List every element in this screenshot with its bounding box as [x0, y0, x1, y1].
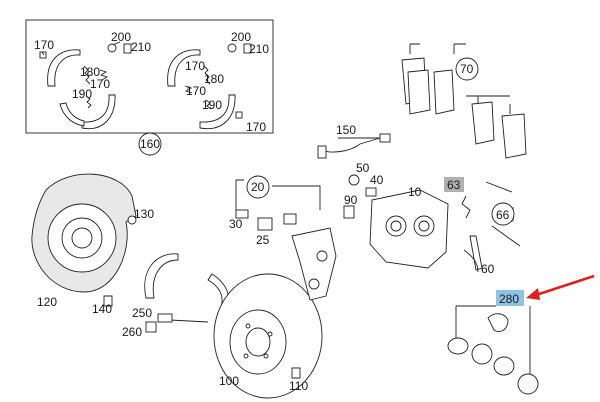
- label-90: 90: [344, 193, 358, 207]
- hold-down-pin: [123, 43, 132, 54]
- label-150: 150: [336, 123, 356, 137]
- label-190-b: 190: [202, 98, 222, 112]
- label-200-b: 200: [231, 30, 251, 44]
- label-210-b: 210: [249, 42, 269, 56]
- brake-pad-1-back: [407, 69, 431, 115]
- seal-ring-1: [447, 337, 469, 355]
- bleeder-valve-40: [365, 187, 377, 197]
- hold-down-pin-right: [243, 43, 252, 54]
- bolt-140: [103, 295, 113, 307]
- callout-circle-20: [246, 175, 270, 199]
- brake-shoe-left-upper: [47, 49, 81, 87]
- label-60: 60: [481, 262, 495, 276]
- spring-180: [83, 65, 91, 85]
- bleeder-cap-50: [348, 174, 360, 186]
- sensor-connector: [379, 133, 391, 143]
- brake-shoe-lining-left: [59, 102, 85, 127]
- label-250: 250: [132, 306, 152, 320]
- label-280: 280: [499, 292, 519, 306]
- label-130: 130: [134, 207, 154, 221]
- grease-sachet: [487, 313, 509, 332]
- label-70: 70: [460, 62, 474, 76]
- part-63-highlight: [444, 177, 464, 192]
- guide-pin-25: [257, 217, 273, 231]
- brake-disc: [213, 273, 323, 399]
- label-260: 260: [122, 325, 142, 339]
- spring-clip-60: [469, 235, 483, 271]
- callout-circle-66: [491, 202, 515, 226]
- label-140: 140: [92, 302, 112, 316]
- label-170-a: 170: [34, 38, 54, 52]
- spring-170: [99, 69, 109, 81]
- disc-screw-110: [291, 367, 301, 379]
- brake-shoe-left-lower: [81, 94, 116, 130]
- clip-170-right: [235, 111, 243, 119]
- label-20: 20: [251, 180, 265, 194]
- sensor-head: [317, 145, 327, 159]
- caliper-carrier-set: [235, 179, 337, 301]
- adjuster-250: [157, 313, 173, 323]
- clip-170: [39, 51, 47, 59]
- label-180-a: 180: [80, 65, 100, 79]
- label-180-b: 180: [204, 72, 224, 86]
- dust-boot-2: [517, 373, 539, 395]
- brake-shoe-right-lower: [199, 94, 236, 130]
- hold-down-cup-right: [227, 43, 237, 53]
- label-50: 50: [356, 161, 370, 175]
- bolt-30: [235, 209, 249, 219]
- label-170-e: 170: [246, 120, 266, 134]
- label-210-a: 210: [131, 40, 151, 54]
- callout-circle-70: [455, 57, 479, 81]
- label-190-a: 190: [72, 87, 92, 101]
- brake-pad-4: [501, 113, 527, 159]
- brake-pad-set: [401, 43, 527, 159]
- parking-brake-shoe-kit: [25, 19, 274, 137]
- bolt-130: [127, 215, 137, 225]
- pointer-arrow: [526, 274, 595, 300]
- label-40: 40: [370, 173, 384, 187]
- label-30: 30: [229, 217, 243, 231]
- label-120: 120: [37, 295, 57, 309]
- label-100: 100: [219, 374, 239, 388]
- hold-down-cup: [107, 43, 117, 53]
- label-63: 63: [447, 178, 461, 192]
- brake-wear-sensor: [317, 133, 391, 159]
- label-170-d: 170: [186, 84, 206, 98]
- caliper-carrier: [291, 227, 337, 301]
- label-10: 10: [408, 185, 422, 199]
- callout-circle-160: [138, 132, 162, 156]
- piston-repair-kit: [447, 305, 539, 395]
- brake-pad-2: [433, 69, 455, 115]
- spring-190: [85, 95, 92, 109]
- seal-ring-2: [471, 343, 493, 365]
- brake-dust-shield: [31, 173, 137, 307]
- spring-190-right: [205, 99, 212, 110]
- label-200-a: 200: [111, 30, 131, 44]
- label-170-c: 170: [185, 59, 205, 73]
- brake-pad-3: [471, 101, 495, 145]
- label-66: 66: [496, 208, 510, 222]
- lever-260: [145, 321, 157, 333]
- label-25: 25: [256, 233, 270, 247]
- brake-caliper: [343, 174, 449, 269]
- label-160: 160: [140, 137, 160, 151]
- label-110: 110: [289, 379, 308, 393]
- dust-boot-1: [493, 356, 515, 376]
- spring-180-right: [203, 65, 211, 85]
- spring-170-right: [184, 85, 193, 94]
- bolt-90: [343, 205, 355, 219]
- label-170-b: 170: [90, 77, 110, 91]
- pad-pins-and-spring: [461, 181, 521, 273]
- part-280-highlight: [496, 290, 524, 306]
- brake-shoe-right-upper: [167, 49, 201, 87]
- bolt-25b: [283, 213, 297, 225]
